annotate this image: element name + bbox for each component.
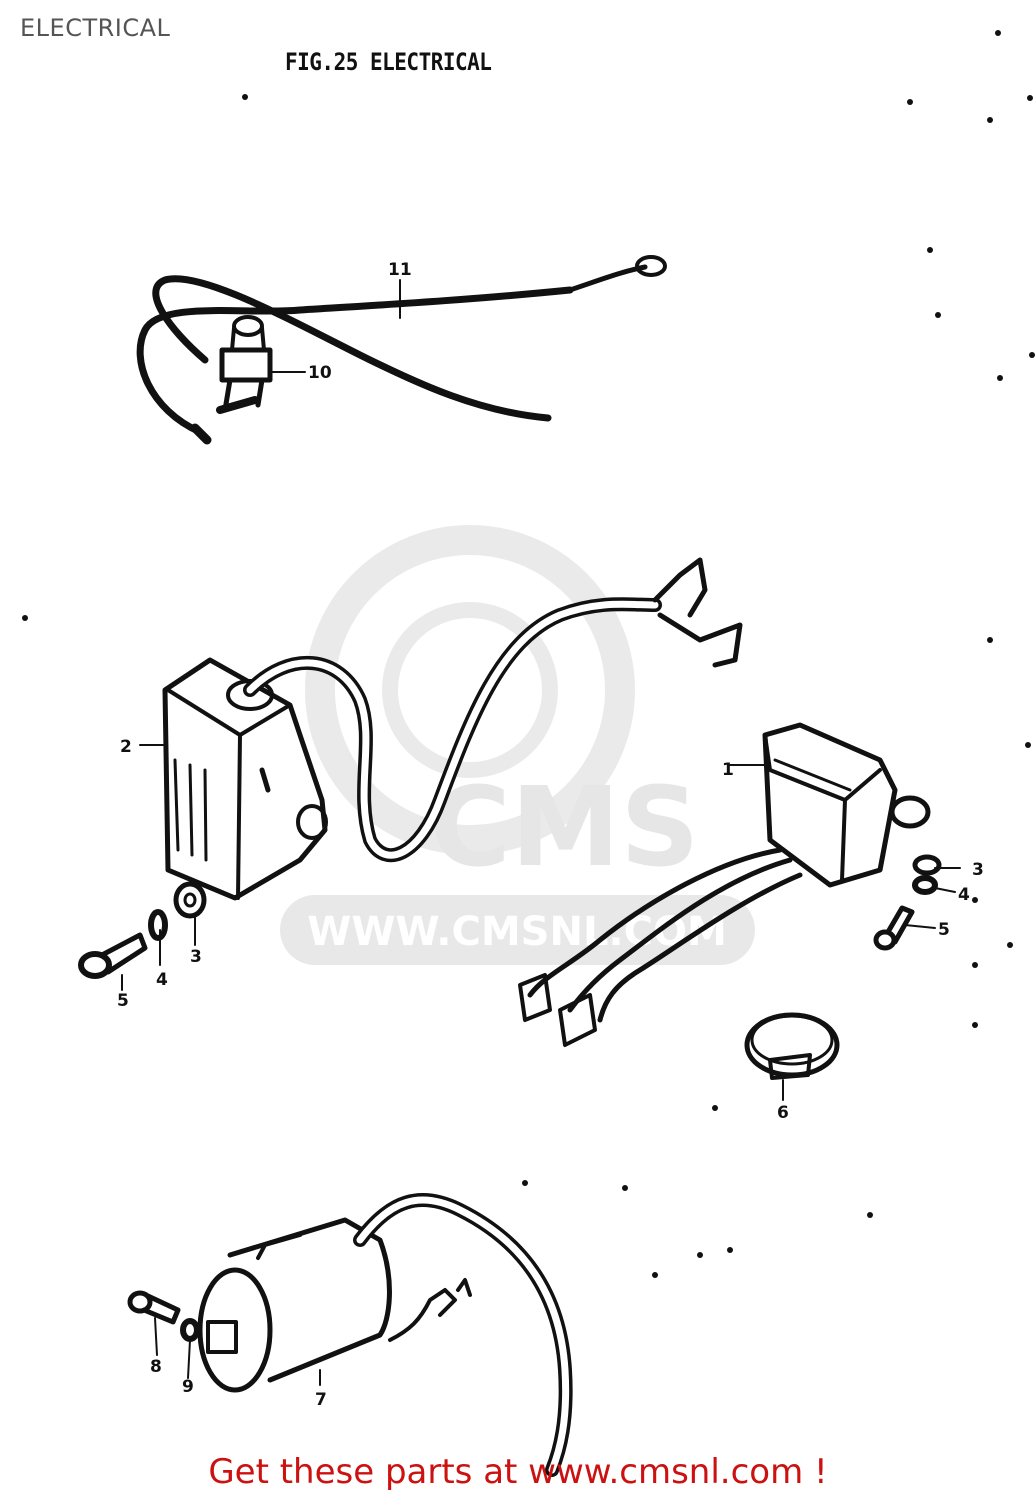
callout-5-right: 5 [938,920,950,940]
callout-5-left: 5 [117,991,129,1011]
scan-speckles [22,30,1035,1278]
callout-4-left: 4 [156,970,168,990]
page-header: ELECTRICAL [20,14,171,42]
part-3-washer-left [173,881,207,919]
callout-2: 2 [120,737,132,757]
part-11-lead-wire [136,255,667,445]
part-8-bolt [127,1290,181,1325]
callout-10: 10 [308,363,332,383]
part-3-washer-right [912,854,942,876]
part-2-cdi-unit [139,557,743,901]
part-5-bolt-right [873,905,915,951]
part-4-lock-washer-right [912,875,938,895]
callout-4-right: 4 [958,885,970,905]
callout-3-right: 3 [972,860,984,880]
callout-8: 8 [150,1357,162,1377]
part-1-regulator [518,722,931,1047]
callout-6: 6 [777,1103,789,1123]
part-7-ignition-coil [197,1193,573,1477]
part-10-switch [216,315,306,414]
watermark-ring [305,525,635,855]
callout-7: 7 [315,1390,327,1410]
part-5-bolt-left [78,932,148,979]
leader-lines [121,279,961,1379]
part-4-lock-washer-left [148,909,168,941]
part-9-washer [180,1318,200,1342]
callout-labels: 1 2 3 4 5 3 4 5 6 7 8 9 10 11 [117,260,984,1410]
callout-3-left: 3 [190,947,202,967]
watermark-face [382,602,558,778]
promo-footer-link[interactable]: Get these parts at www.cmsnl.com ! [208,1452,828,1492]
callout-11: 11 [388,260,412,280]
part-6-clamp [744,1012,840,1101]
callout-9: 9 [182,1377,194,1397]
figure-title: FIG.25 ELECTRICAL [285,48,492,76]
watermark-logo-text: CMS [430,763,699,891]
callout-1: 1 [722,760,734,780]
